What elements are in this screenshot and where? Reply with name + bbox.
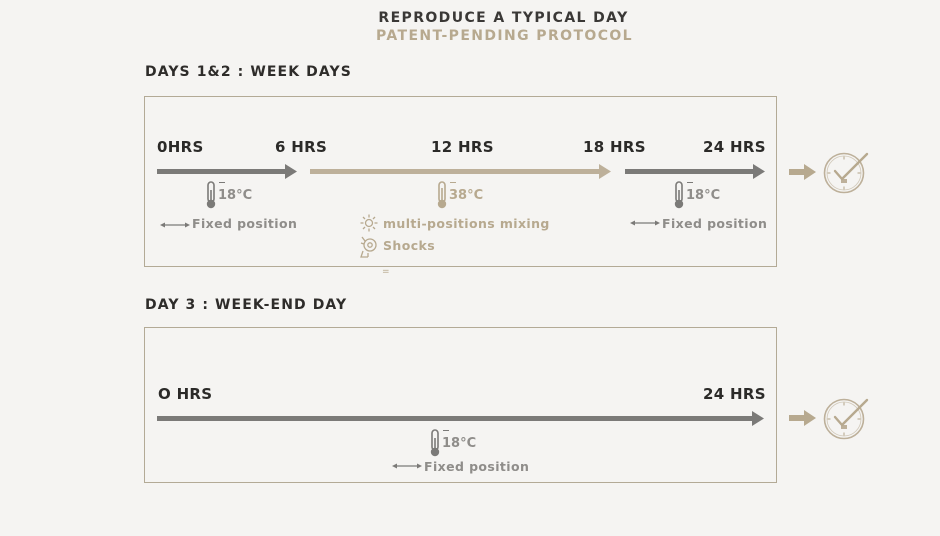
full-day-arrow xyxy=(157,411,764,426)
temp-tick xyxy=(219,182,225,183)
section1-box xyxy=(144,96,777,267)
section2-title: DAY 3 : WEEK-END DAY xyxy=(145,297,348,313)
page-title: REPRODUCE A TYPICAL DAY xyxy=(378,10,629,26)
temp-tick xyxy=(450,182,456,183)
section2-temp-value: 18°C xyxy=(442,436,477,451)
hour-label-18: 18 HRS xyxy=(583,138,646,156)
phase3-label: Fixed position xyxy=(662,216,768,231)
thermometer-icon xyxy=(437,181,447,209)
section2-label: Fixed position xyxy=(424,459,530,474)
phase2-label-mixing: multi-positions mixing xyxy=(383,216,550,231)
section1-title: DAYS 1&2 : WEEK DAYS xyxy=(145,64,352,80)
sun-icon xyxy=(360,214,378,232)
hour-label-24: 24 HRS xyxy=(703,385,766,403)
result-arrow-icon xyxy=(789,410,816,426)
section2-timeline xyxy=(157,411,764,426)
phase2-temp-value: 38°C xyxy=(449,188,484,203)
result-arrow-icon xyxy=(789,164,816,180)
watch-check-icon xyxy=(823,152,869,194)
watch-check-icon xyxy=(823,398,869,440)
double-arrow-icon xyxy=(160,222,190,228)
hour-label-0: 0HRS xyxy=(157,138,204,156)
section2-box xyxy=(144,327,777,483)
page-subtitle: PATENT-PENDING PROTOCOL xyxy=(376,28,633,44)
phase3-arrow xyxy=(625,164,765,179)
phase2-label-shocks: Shocks xyxy=(383,238,436,253)
hour-label-6: 6 HRS xyxy=(275,138,328,156)
thermometer-icon xyxy=(206,181,216,209)
phase1-label: Fixed position xyxy=(192,216,298,231)
thermometer-icon xyxy=(430,429,440,457)
phase1-arrow xyxy=(157,164,297,179)
double-arrow-icon xyxy=(392,463,422,469)
hour-label-24: 24 HRS xyxy=(703,138,766,156)
hour-label-12: 12 HRS xyxy=(431,138,494,156)
phase2-arrow xyxy=(310,164,611,179)
double-arrow-icon xyxy=(630,220,660,226)
temp-tick xyxy=(443,430,449,431)
hour-label-0: O HRS xyxy=(158,385,213,403)
phase1-temp-value: 18°C xyxy=(218,188,253,203)
temp-tick xyxy=(687,182,693,183)
section1-timeline xyxy=(157,164,765,179)
shock-icon xyxy=(360,236,377,258)
phase3-temp-value: 18°C xyxy=(686,188,721,203)
small-mark: = xyxy=(382,267,390,277)
thermometer-icon xyxy=(674,181,684,209)
